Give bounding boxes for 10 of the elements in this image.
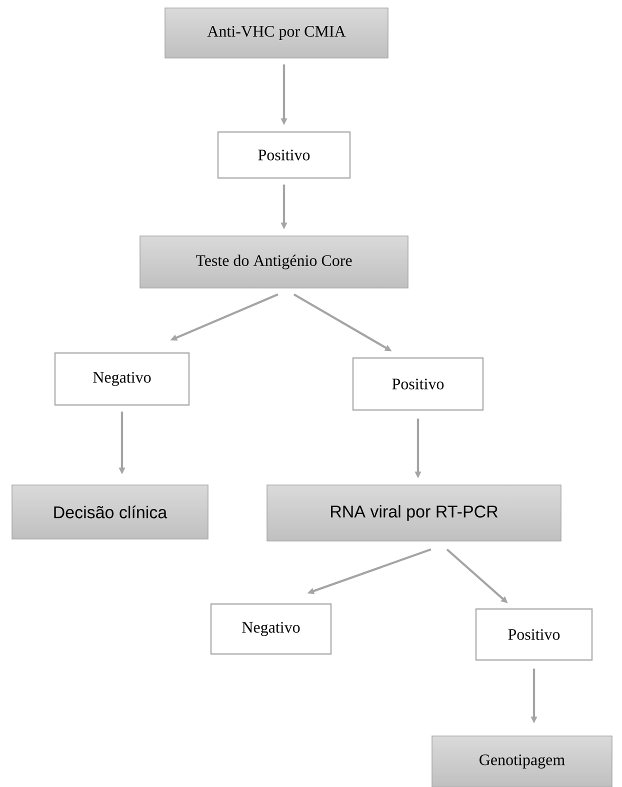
result-box: Positivo <box>217 131 351 179</box>
process-box: Genotipagem <box>432 736 612 787</box>
process-box: Decisão clínica <box>12 484 208 540</box>
result-box: Negativo <box>210 603 332 655</box>
process-box: RNA viral por RT-PCR <box>266 484 562 542</box>
result-box: Negativo <box>54 352 190 406</box>
result-box: Positivo <box>475 608 593 661</box>
process-box: Teste do Antigénio Core <box>140 236 408 288</box>
result-box: Positivo <box>352 357 484 411</box>
process-box: Anti-VHC por CMIA <box>164 8 388 58</box>
